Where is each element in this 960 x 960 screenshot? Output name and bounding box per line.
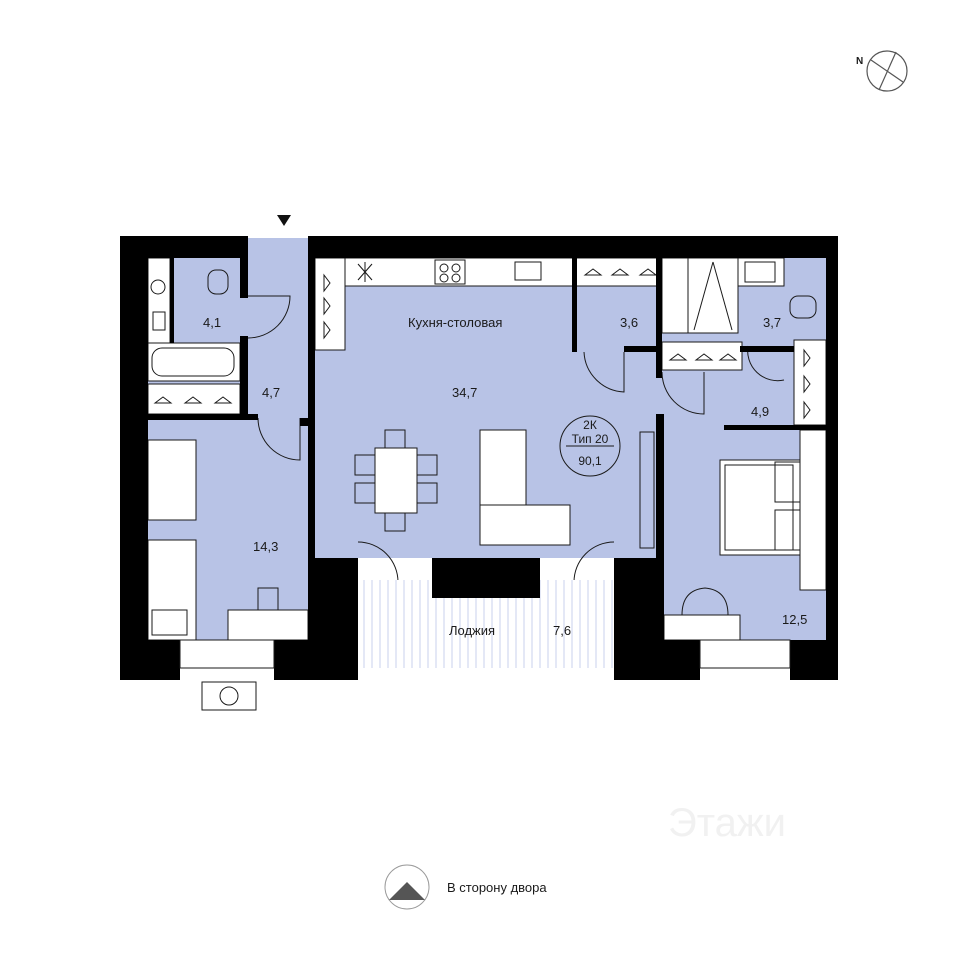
area-bathroom-left: 4,1 [203, 315, 221, 330]
walls [120, 236, 838, 680]
compass-icon [866, 50, 908, 92]
entrance-arrow-icon [277, 215, 291, 226]
area-bedroom-right: 12,5 [782, 612, 807, 627]
badge-rooms: 2К [583, 418, 597, 432]
room-name-kitchen: Кухня-столовая [408, 315, 502, 330]
area-bedroom-left: 14,3 [253, 539, 278, 554]
ac-unit-icon [201, 681, 257, 711]
compass-label: N [856, 56, 863, 67]
badge-total: 90,1 [578, 454, 602, 468]
fixtures [150, 259, 817, 636]
built-ins [147, 257, 827, 641]
area-wardrobe: 3,6 [620, 315, 638, 330]
apartment-badge: 2К Тип 20 90,1 [559, 415, 621, 477]
area-bathroom-right: 3,7 [763, 315, 781, 330]
orientation-label: В сторону двора [447, 880, 547, 895]
hanger-icons [153, 268, 811, 420]
room-name-loggia: Лоджия [449, 623, 495, 638]
area-hall: 4,7 [262, 385, 280, 400]
area-corridor-right: 4,9 [751, 404, 769, 419]
area-kitchen: 34,7 [452, 385, 477, 400]
area-loggia: 7,6 [553, 623, 571, 638]
courtyard-direction-icon [384, 864, 430, 910]
windows [179, 639, 791, 669]
watermark-logo: Этажи [668, 801, 786, 845]
door-swings [247, 295, 785, 583]
badge-type: Тип 20 [572, 432, 609, 446]
